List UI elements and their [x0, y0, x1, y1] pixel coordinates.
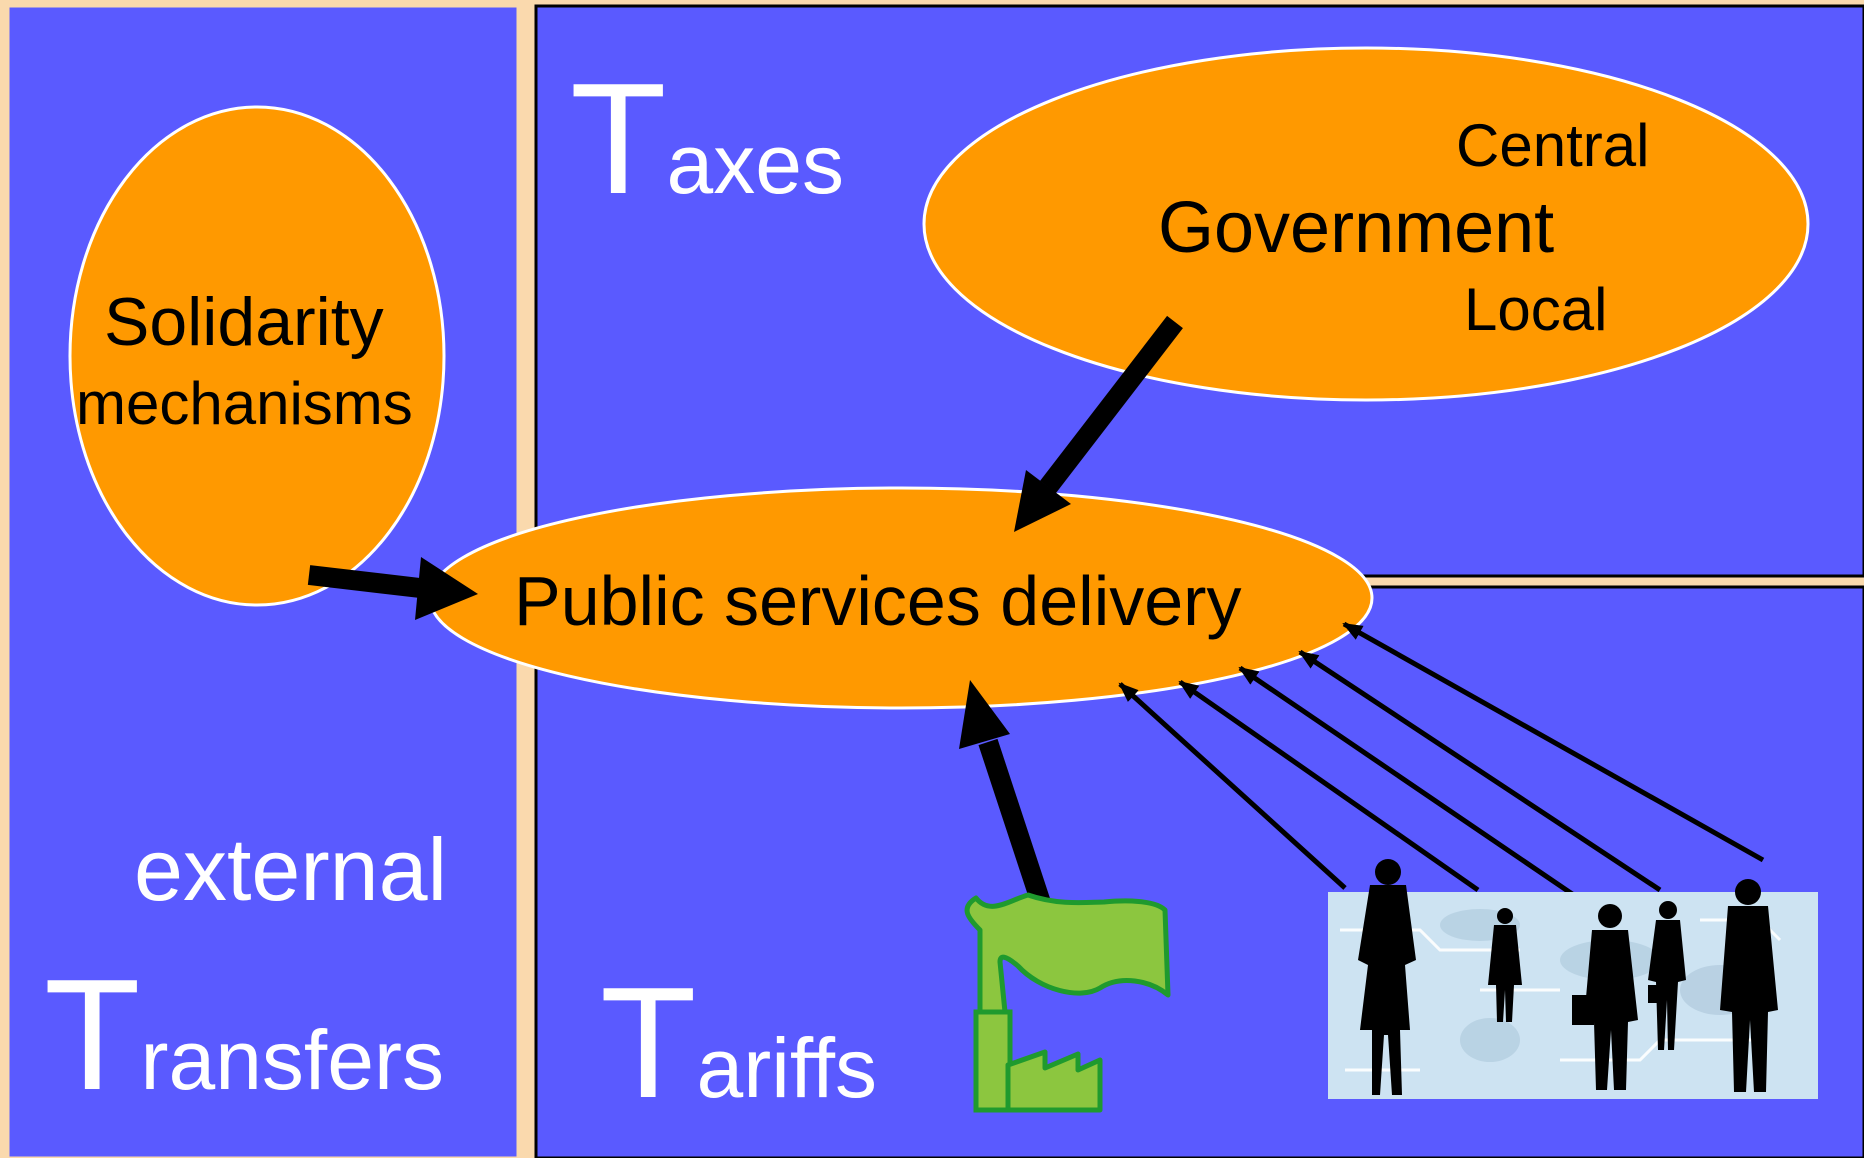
factory-icon: [964, 892, 1171, 1113]
government-local-label: Local: [1464, 276, 1608, 343]
transfers-rest: ransfers: [140, 1013, 444, 1107]
external-label: external: [134, 820, 448, 919]
taxes-label: Taxes: [570, 60, 844, 218]
arrow-person-3: [1238, 665, 1586, 905]
taxes-rest: axes: [666, 117, 844, 211]
arrow-factory-to-services: [959, 680, 1054, 916]
transfers-label: Transfers: [44, 956, 444, 1114]
tariffs-initial: T: [600, 955, 697, 1131]
arrow-solidarity-to-services: [307, 557, 478, 620]
business-people-icon: [1328, 859, 1818, 1099]
solidarity-label: Solidarity: [104, 284, 384, 360]
government-ellipse: [922, 46, 1810, 402]
arrow-person-2: [1178, 679, 1480, 893]
arrows-people-to-services: [1118, 621, 1765, 905]
government-central-label: Central: [1456, 112, 1650, 179]
solidarity-ellipse: [68, 105, 446, 607]
tariffs-rest: ariffs: [696, 1021, 878, 1115]
arrow-person-5: [1342, 621, 1765, 863]
public-services-label: Public services delivery: [514, 562, 1242, 640]
mechanisms-label: mechanisms: [76, 370, 413, 437]
arrow-government-to-services: [1014, 315, 1183, 532]
arrow-person-4: [1298, 649, 1662, 893]
transfers-initial: T: [44, 947, 141, 1123]
taxes-initial: T: [570, 51, 667, 227]
tariffs-label: Tariffs: [600, 964, 877, 1122]
arrow-person-1: [1118, 682, 1347, 890]
government-main-label: Government: [1158, 188, 1555, 268]
